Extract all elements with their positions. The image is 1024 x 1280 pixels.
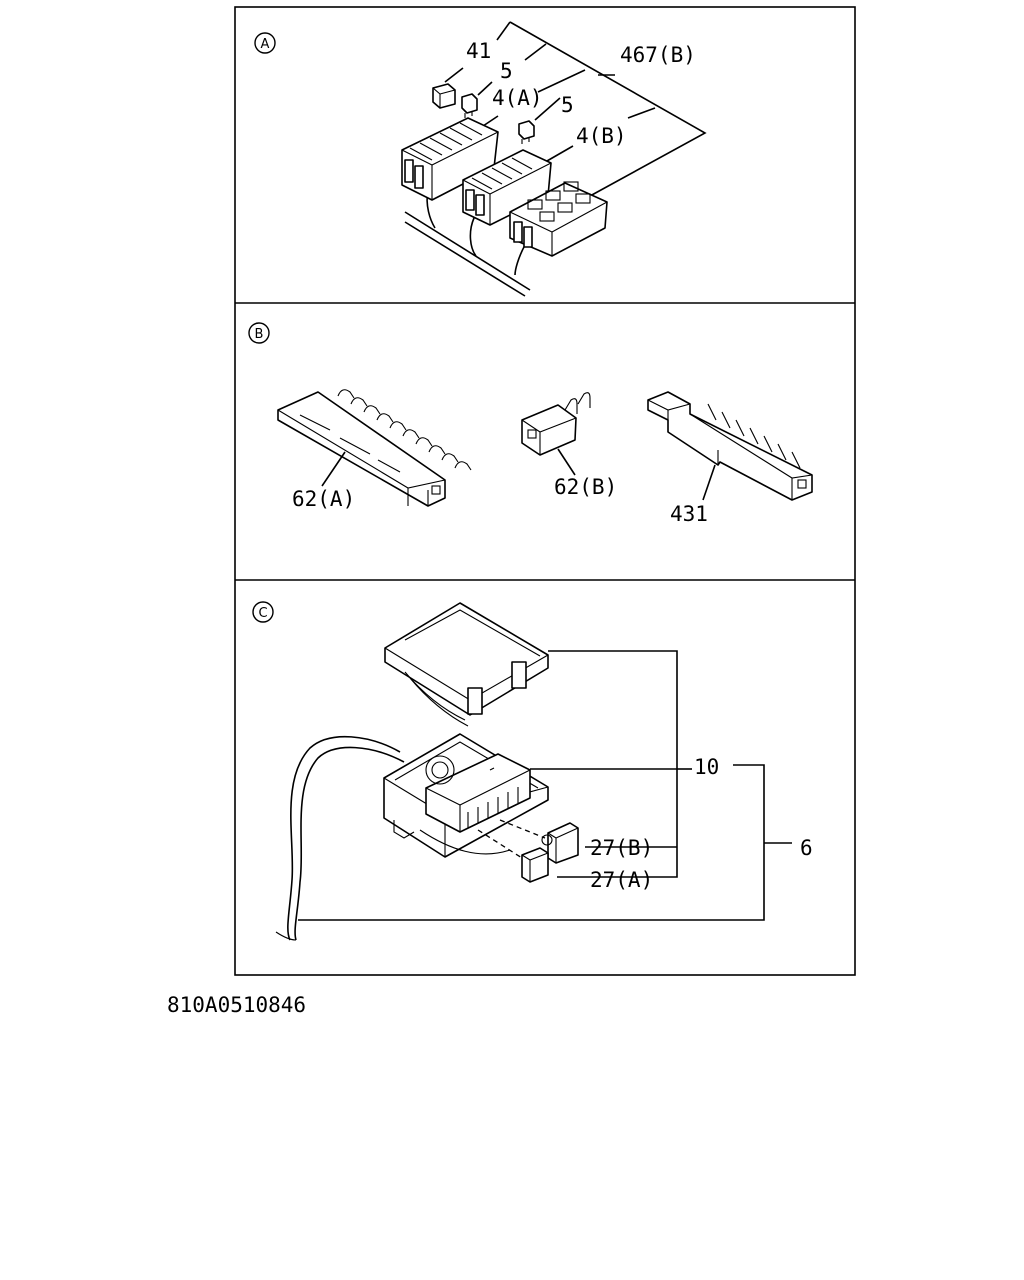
diagram-frame (234, 6, 856, 976)
fuse-box-cover (384, 602, 549, 727)
wire-cable (275, 735, 405, 941)
terminal-holder-431 (647, 391, 813, 501)
label-62a: 62(A) (292, 487, 355, 511)
drawing-code: 810A0510846 (167, 993, 306, 1017)
label-10: 10 (694, 755, 719, 779)
fuse-27a (521, 847, 549, 883)
panel-b: B (248, 322, 813, 526)
label-5-mid: 5 (561, 93, 574, 117)
label-27a: 27(A) (590, 868, 653, 892)
label-4b: 4(B) (576, 124, 627, 148)
panel-a: A (254, 21, 707, 297)
fuse-62b (521, 392, 591, 476)
label-431: 431 (670, 502, 708, 526)
fuse-module (425, 753, 531, 833)
panel-c-leader-lines (298, 650, 792, 921)
relay-block-467b (509, 181, 608, 257)
panel-c: C (252, 601, 813, 941)
panel-a-leader-lines (444, 21, 707, 197)
label-6: 6 (800, 836, 813, 860)
panel-c-marker: C (258, 606, 267, 621)
label-41: 41 (466, 39, 491, 63)
terminal-strip-62a (277, 389, 472, 507)
label-27b: 27(B) (590, 836, 653, 860)
fuse-5-left (461, 93, 478, 118)
label-5-top: 5 (500, 59, 513, 83)
label-467b: 467(B) (620, 43, 696, 67)
label-62b: 62(B) (554, 475, 617, 499)
fuse-5-right (518, 120, 535, 144)
panel-a-marker: A (261, 37, 270, 52)
label-4a: 4(A) (492, 86, 543, 110)
fuse-41 (432, 83, 456, 109)
connector-4a (401, 117, 499, 201)
panel-b-marker: B (255, 327, 264, 342)
